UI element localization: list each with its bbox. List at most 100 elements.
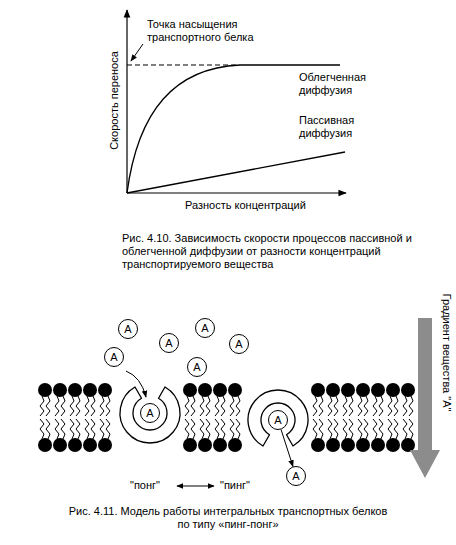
lipid-tail (230, 419, 234, 439)
lipid-tail (100, 419, 104, 439)
lipid-tail (236, 419, 240, 439)
lipid-tail (230, 396, 234, 416)
lipid-head (38, 438, 52, 452)
lipid-tail (373, 419, 377, 439)
lipid-head (386, 383, 400, 397)
lipid-tail (85, 396, 89, 416)
lipid-head (341, 383, 355, 397)
lipid-head (326, 383, 340, 397)
lipid-tail (61, 419, 65, 439)
transport-protein (120, 387, 180, 443)
lipid-head (311, 383, 325, 397)
lipid-head (401, 438, 415, 452)
substance-circle: A (140, 403, 160, 423)
substance-circle: A (118, 319, 138, 339)
lipid-tail (185, 396, 189, 416)
lipid-tail (358, 419, 362, 439)
lipid-head (183, 438, 197, 452)
lipid-head (198, 383, 212, 397)
double-arrow (177, 486, 214, 487)
lipid-tail (313, 396, 317, 416)
lipid-tail (236, 396, 240, 416)
lipid-tail (40, 396, 44, 416)
lipid-tail (70, 396, 74, 416)
lipid-tail (334, 396, 338, 416)
lipid-tail (328, 396, 332, 416)
transport-protein (248, 390, 308, 446)
substance-circle: A (159, 333, 179, 353)
substance-letter: A (110, 351, 117, 363)
lipid-head (198, 438, 212, 452)
lipid-tail (379, 419, 383, 439)
leader-arrow (131, 44, 143, 61)
substance-letter: A (146, 407, 153, 419)
lipid-head (371, 383, 385, 397)
lipid-tail (206, 396, 210, 416)
lipid-head (213, 383, 227, 397)
entry-arrow (126, 371, 146, 397)
lipid-tail (349, 419, 353, 439)
lipid-tail (409, 419, 413, 439)
lipid-tail (221, 396, 225, 416)
lipid-tail (319, 396, 323, 416)
lipid-tail (394, 419, 398, 439)
lipid-tail (403, 419, 407, 439)
lipid-tail (328, 419, 332, 439)
lipid-head (98, 438, 112, 452)
lipid-tail (364, 396, 368, 416)
lipid-tail (409, 396, 413, 416)
lipid-head (311, 438, 325, 452)
lipid-tail (215, 396, 219, 416)
y-axis (126, 10, 127, 193)
lipid-tail (46, 419, 50, 439)
lipid-tail (70, 419, 74, 439)
lipid-tail (388, 396, 392, 416)
axis-title: Разность концентраций (185, 199, 306, 212)
lipid-head (38, 383, 52, 397)
lipid-tail (55, 396, 59, 416)
lipid-tail (319, 419, 323, 439)
lipid-head (68, 383, 82, 397)
lipid-tail (91, 419, 95, 439)
figure-caption: Рис. 4.11. Модель работы интегральных тр… (68, 505, 388, 531)
lipid-tail (106, 396, 110, 416)
lipid-tail (200, 396, 204, 416)
saturation-dashed-line (127, 65, 238, 66)
curve-label: Облегченная диффузия (299, 71, 389, 97)
substance-circle: A (229, 334, 249, 354)
substance-letter: A (193, 361, 200, 373)
substance-circle: A (286, 466, 306, 486)
substance-letter: A (124, 323, 131, 335)
passive-line (127, 152, 345, 193)
figure-caption: Рис. 4.10. Зависимость скорости процессо… (122, 232, 450, 271)
lipid-head (53, 383, 67, 397)
lipid-tail (55, 419, 59, 439)
lipid-tail (76, 419, 80, 439)
lipid-tail (379, 396, 383, 416)
state-label: "пинг" (220, 479, 250, 492)
substance-circle: A (187, 357, 207, 377)
lipid-tail (221, 419, 225, 439)
lipid-tail (85, 419, 89, 439)
substance-circle: A (104, 347, 124, 367)
lipid-tail (403, 396, 407, 416)
lipid-tail (46, 396, 50, 416)
lipid-tail (334, 419, 338, 439)
lipid-tail (343, 419, 347, 439)
lipid-head (83, 438, 97, 452)
curve-label: Пассивная диффузия (299, 114, 389, 140)
lipid-tail (191, 396, 195, 416)
lipid-head (183, 383, 197, 397)
lipid-head (228, 383, 242, 397)
lipid-tail (106, 419, 110, 439)
x-axis (127, 192, 346, 193)
substance-circle: A (195, 318, 215, 338)
lipid-head (401, 383, 415, 397)
state-label: "понг" (130, 479, 160, 492)
lipid-tail (373, 396, 377, 416)
lipid-tail (100, 396, 104, 416)
lipid-tail (343, 396, 347, 416)
gradient-arrow (410, 318, 440, 478)
lipid-tail (364, 419, 368, 439)
